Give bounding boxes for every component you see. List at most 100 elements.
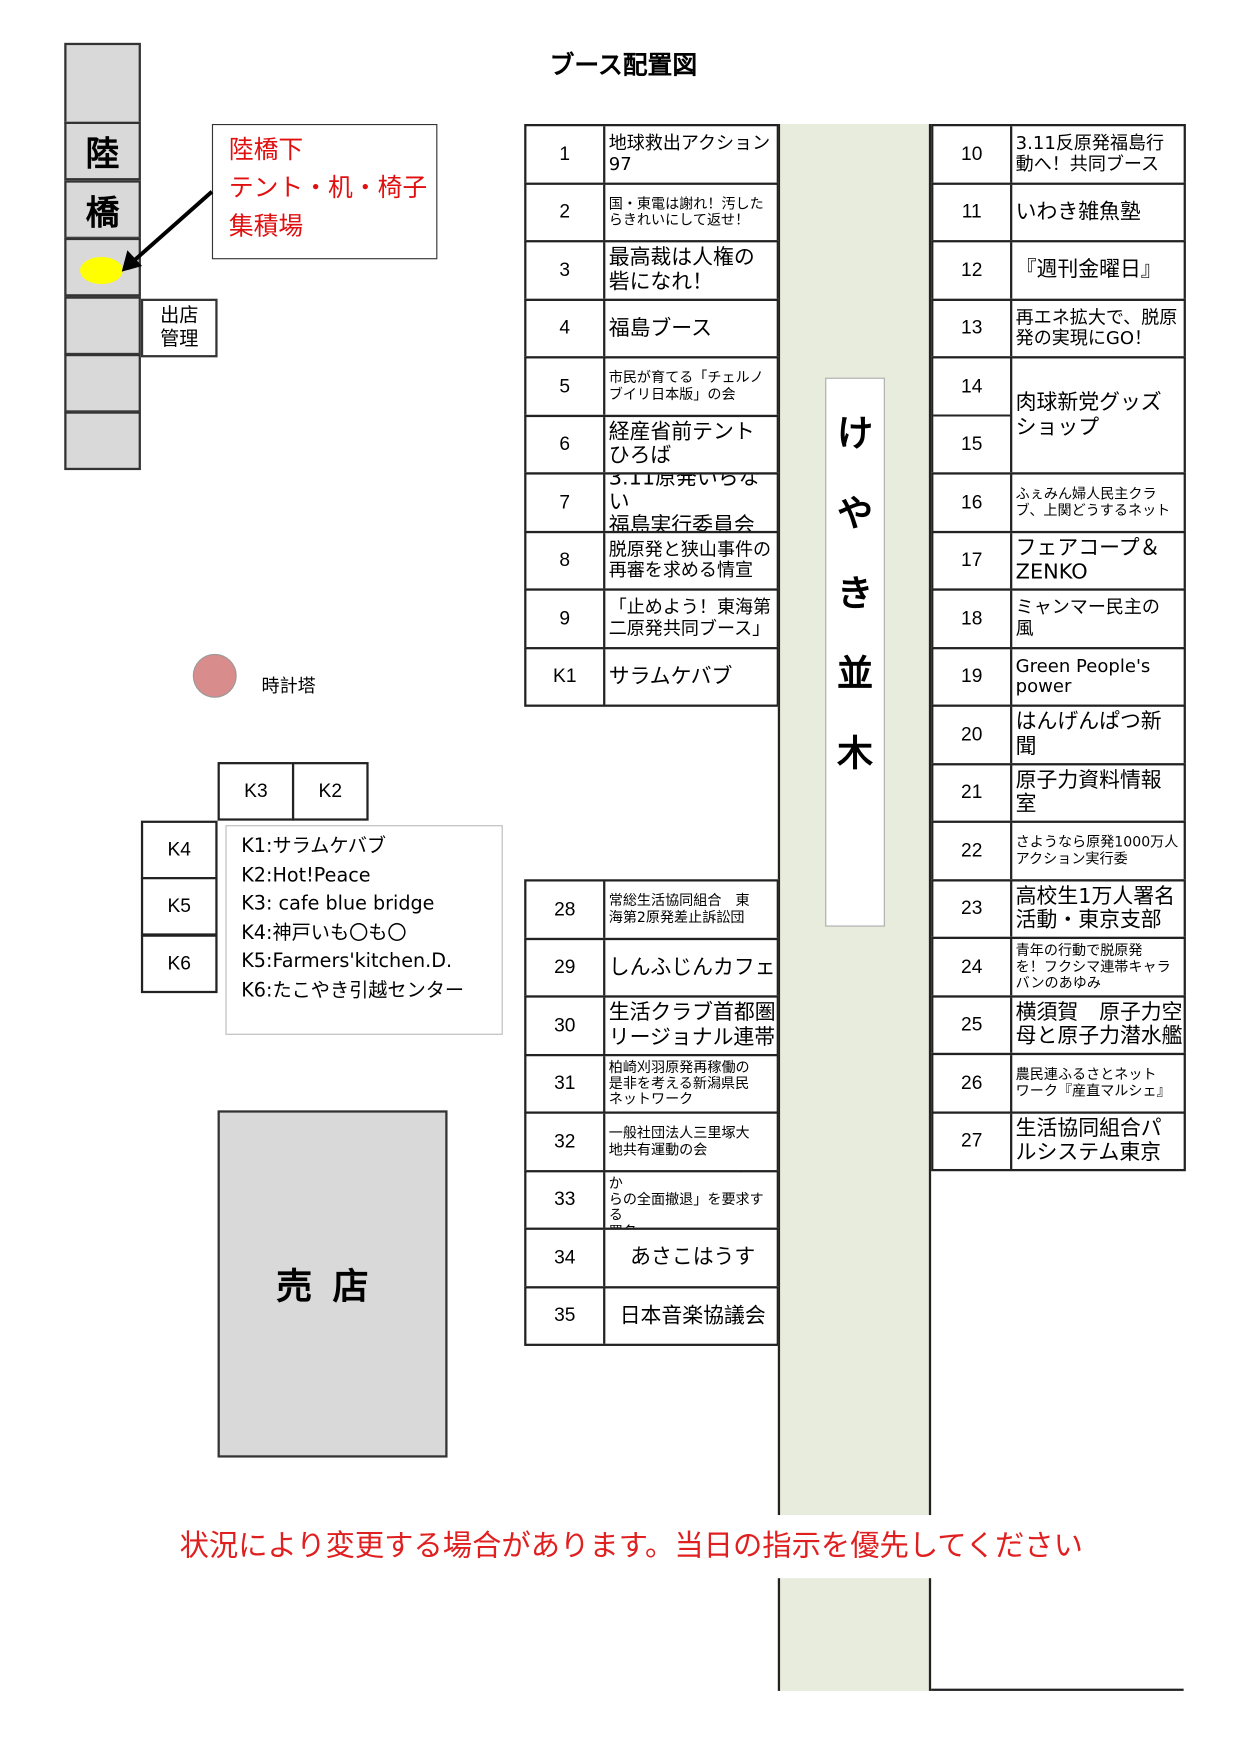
booth-name: ふぇみん婦人民主クラ ブ、上関どうするネット	[1015, 485, 1171, 519]
booth-33: 33中部電力に「原子力事業か らの全面撤退」を要求する 署名	[524, 1169, 779, 1230]
booth-number: 2	[526, 184, 606, 241]
booth-number: 15	[961, 432, 983, 455]
storage-marker	[80, 257, 123, 285]
street-char: き	[836, 570, 874, 614]
booth-name: しんふじんカフェ	[608, 955, 776, 980]
bridge-label-top: 陸	[64, 121, 141, 181]
booth-number: 5	[526, 358, 606, 415]
booth-name: フェアコープ＆ ZENKO	[1015, 536, 1161, 585]
bridge-cell	[64, 411, 141, 471]
booth-number: 6	[526, 416, 606, 473]
clock-tower-icon	[192, 653, 237, 698]
booth-number: 30	[526, 997, 606, 1054]
street-char: や	[836, 490, 874, 534]
booth-9: 9「止めよう！東海第 二原発共同ブース」	[524, 588, 779, 649]
booth-name: 一般社団法人三里塚大 地共有運動の会	[608, 1124, 750, 1158]
booth-number: 19	[933, 648, 1013, 705]
booth-name: 原子力資料情報 室	[1015, 768, 1162, 817]
booth-name: 再エネ拡大で、脱原 発の実現にGO！	[1015, 306, 1178, 349]
booth-number: 18	[933, 590, 1013, 647]
kitchen-k5: K5	[140, 877, 218, 936]
booth-number: 32	[526, 1113, 606, 1170]
booth-number: 28	[526, 881, 606, 938]
street-char: 並	[836, 650, 874, 694]
kiosk: 売店	[217, 1110, 448, 1458]
booth-name: 福島ブース	[608, 316, 712, 340]
booth-name: 横須賀 原子力空 母と原子力潜水艦	[1015, 1000, 1183, 1049]
booth-number: 7	[526, 474, 606, 531]
booth-number: 21	[933, 764, 1013, 821]
bridge-cell	[64, 296, 141, 356]
booth-name: 中部電力に「原子力事業か らの全面撤退」を要求する 署名	[608, 1172, 764, 1228]
booth-number: 22	[933, 822, 1013, 879]
bridge-label-bottom: 橋	[64, 180, 141, 239]
booth-number: 14	[961, 375, 983, 398]
kitchen-k3: K3	[217, 762, 295, 821]
booth-number: 26	[933, 1055, 1013, 1111]
booth-number: 31	[526, 1055, 606, 1112]
booth-name: 農民連ふるさとネット ワーク『産直マルシェ』	[1015, 1065, 1171, 1099]
kitchen-legend: K1:サラムケバブ K2:Hot!Peace K3: cafe blue bri…	[225, 825, 503, 1035]
booth-number: 16	[933, 474, 1013, 531]
booth-number: 23	[933, 880, 1013, 937]
booth-number: K1	[526, 648, 606, 705]
booth-name: 最高裁は人権の 砦になれ！	[608, 246, 755, 294]
booth-name: あさこはうす	[630, 1245, 756, 1270]
booth-name: 国・東電は謝れ！汚した らきれいにして返せ！	[608, 194, 764, 228]
notice: 状況により変更する場合があります。当日の指示を優先してください	[135, 1515, 1128, 1579]
booth-number: 11	[933, 184, 1013, 241]
bridge-cell	[64, 353, 141, 413]
booth-name: 脱原発と狭山事件の 再審を求める情宣	[608, 538, 772, 581]
kitchen-k2: K2	[291, 762, 369, 821]
legend-item: K3: cafe blue bridge	[241, 892, 435, 916]
booth-name: はんげんぱつ新 聞	[1015, 710, 1162, 759]
booth-number: 33	[526, 1171, 606, 1228]
street-char: 木	[836, 731, 874, 774]
page-title: ブース配置図	[549, 51, 698, 81]
booth-name: サラムケバブ	[608, 664, 733, 689]
clock-tower-label: 時計塔	[261, 675, 316, 697]
booth-name: 『週刊金曜日』	[1015, 258, 1162, 282]
storage-note: 陸橋下 テント・机・椅子 集積場	[211, 123, 438, 260]
booth-name: 高校生1万人署名 活動・東京支部	[1015, 884, 1175, 933]
booth-name: Green People's power	[1015, 654, 1151, 697]
booth-number: 27	[933, 1113, 1013, 1169]
booth-number: 25	[933, 997, 1013, 1053]
booth-number: 13	[933, 300, 1013, 357]
legend-item: K1:サラムケバブ	[241, 835, 387, 858]
booth-name: 日本音楽協議会	[619, 1303, 766, 1328]
bridge-cell	[64, 42, 141, 124]
booth-name: 地球救出アクション97	[608, 132, 771, 175]
booth-number: 3	[526, 242, 606, 299]
legend-item: K2:Hot!Peace	[241, 864, 371, 887]
booth-name: 経産省前テント ひろば	[608, 420, 755, 469]
booth-name: ミャンマー民主の 風	[1015, 596, 1160, 639]
booth-number: 34	[526, 1229, 606, 1286]
booth-number: 20	[933, 706, 1013, 763]
booth-name: 「止めよう！東海第 二原発共同ブース」	[608, 596, 772, 639]
booth-name: いわき雑魚塾	[1015, 200, 1141, 224]
management-booth: 出店 管理	[140, 298, 218, 358]
